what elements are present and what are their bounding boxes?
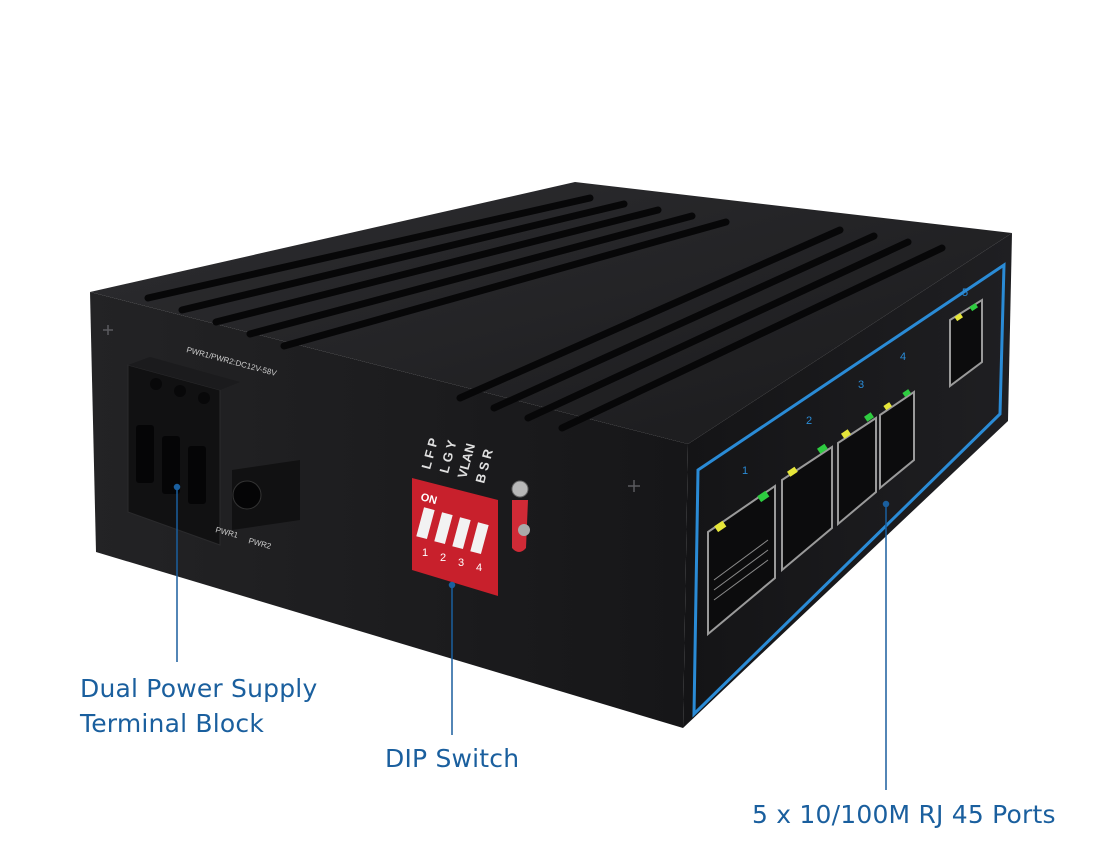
callout-rj45-ports: 5 x 10/100M RJ 45 Ports [752,800,1056,829]
callout-power-line2: Terminal Block [80,709,265,738]
rj45-port-4 [879,389,915,491]
callout-power-line1: Dual Power Supply [80,674,318,703]
dip-number-1: 1 [422,547,428,559]
callout-dip-switch: DIP Switch [385,744,520,773]
port-number-1: 1 [742,465,748,477]
dip-number-2: 2 [440,552,446,564]
rj45-port-5 [949,298,983,388]
rj45-port-2 [781,443,833,573]
front-panel-border [692,262,1006,718]
ground-terminal-icon [511,480,530,552]
rj45-port-3 [837,412,877,527]
dip-number-3: 3 [458,557,464,569]
callout-lines [173,483,890,790]
port-number-4: 4 [900,351,906,363]
port-number-3: 3 [858,379,864,391]
port-number-5: 5 [962,287,968,299]
rj45-port-1 [707,484,776,637]
dip-number-4: 4 [476,562,482,574]
screw-icon [103,325,640,492]
callout-power-supply: Dual Power Supply Terminal Block [80,671,317,741]
heatsink-grooves [144,194,946,432]
dip-on-label: ON [419,491,438,507]
top-face [90,182,1012,444]
left-face [90,292,688,728]
rj45-ports: 1 2 3 4 5 [707,287,983,637]
port-number-2: 2 [806,415,812,427]
